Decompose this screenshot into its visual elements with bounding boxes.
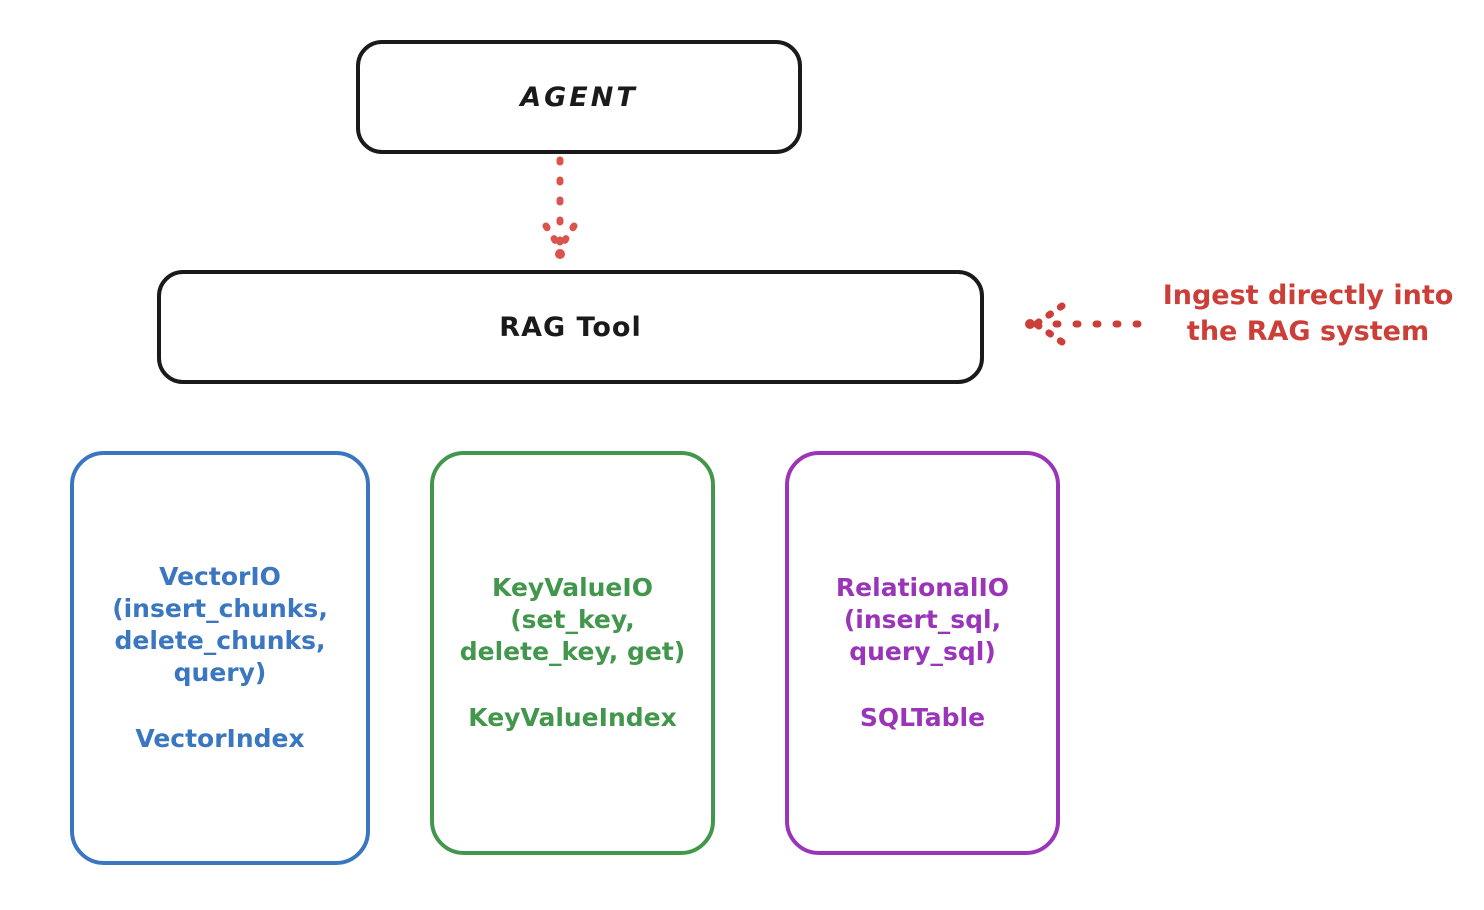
node-relational-io[interactable]: RelationalIO (insert_sql, query_sql) SQL… bbox=[785, 451, 1060, 855]
connector-ingest-to-rag-tool-icon bbox=[1025, 302, 1142, 346]
node-vector-io[interactable]: VectorIO (insert_chunks, delete_chunks, … bbox=[70, 451, 370, 865]
annotation-ingest-note: Ingest directly into the RAG system bbox=[1162, 280, 1454, 347]
node-relational-io-index-label: SQLTable bbox=[859, 703, 986, 732]
node-key-value-io-api-label: KeyValueIO (set_key, delete_key, get) bbox=[459, 573, 686, 666]
node-vector-io-index-label: VectorIndex bbox=[135, 724, 305, 753]
node-agent-label: AGENT bbox=[520, 81, 638, 113]
node-rag-tool[interactable]: RAG Tool bbox=[157, 270, 984, 384]
node-key-value-io[interactable]: KeyValueIO (set_key, delete_key, get) Ke… bbox=[430, 451, 715, 855]
connector-agent-to-rag-tool-icon bbox=[542, 156, 578, 259]
node-key-value-io-index-label: KeyValueIndex bbox=[468, 703, 677, 732]
node-rag-tool-label: RAG Tool bbox=[499, 311, 642, 343]
node-agent[interactable]: AGENT bbox=[356, 40, 802, 154]
node-relational-io-api-label: RelationalIO (insert_sql, query_sql) bbox=[835, 573, 1010, 666]
node-vector-io-api-label: VectorIO (insert_chunks, delete_chunks, … bbox=[112, 562, 328, 687]
